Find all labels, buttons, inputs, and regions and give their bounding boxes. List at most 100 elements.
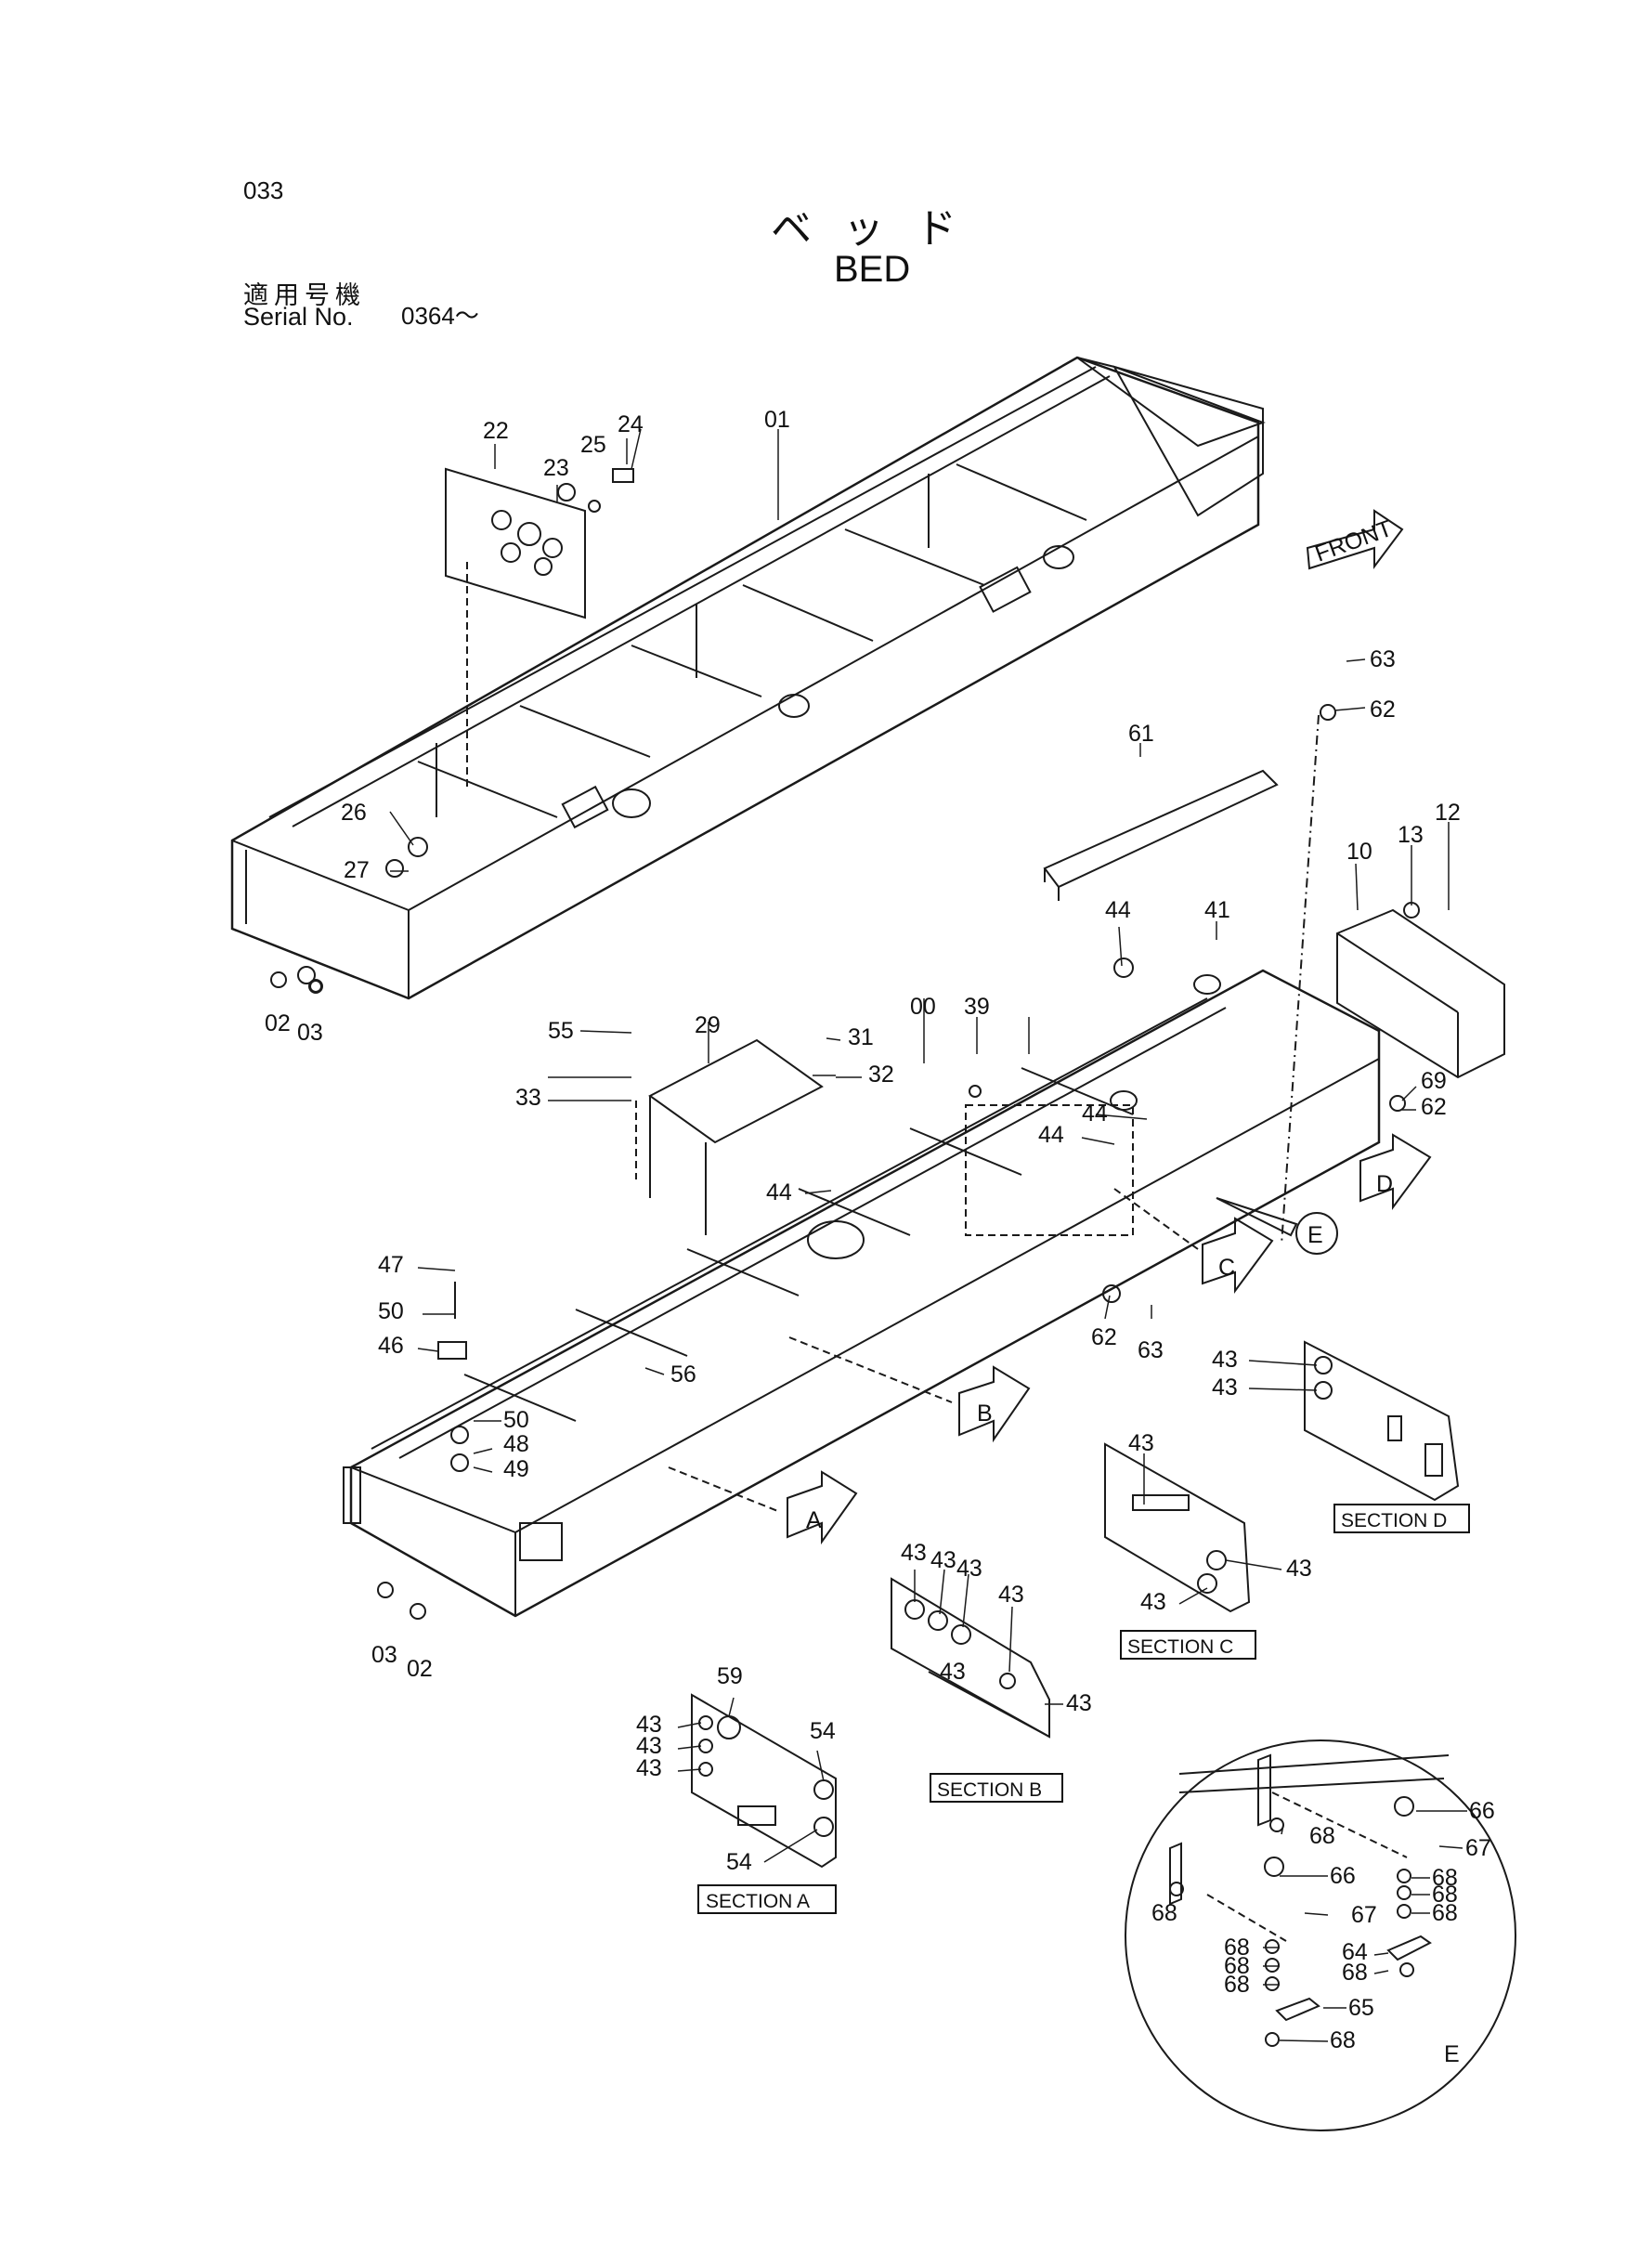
- callout-43-c2: 43: [1286, 1556, 1312, 1582]
- callout-03-low: 03: [371, 1642, 397, 1668]
- detail-e-circle: [1125, 1739, 1516, 2131]
- callout-43-a3: 43: [636, 1755, 662, 1781]
- callout-68-i: 68: [1342, 1960, 1368, 1986]
- callout-68-d: 68: [1432, 1882, 1458, 1908]
- callout-68-c: 68: [1432, 1865, 1458, 1891]
- callout-41: 41: [1204, 897, 1230, 923]
- view-marker-d: D: [1376, 1171, 1393, 1197]
- callout-54-b: 54: [726, 1849, 752, 1875]
- section-c-drawing: [1104, 1442, 1251, 1613]
- callout-43-a2: 43: [636, 1733, 662, 1759]
- callout-43-b1: 43: [901, 1540, 927, 1566]
- callout-00: 00: [910, 994, 936, 1020]
- detail-e-label: E: [1444, 2041, 1460, 2067]
- small-parts-right: [969, 704, 1420, 1303]
- leader-lines: [389, 428, 1467, 2042]
- callout-44-mid: 44: [1082, 1101, 1108, 1127]
- callout-43-d1: 43: [1212, 1347, 1238, 1373]
- callout-27: 27: [344, 857, 370, 883]
- front-label: FRONT: [1311, 515, 1395, 567]
- callout-67-b: 67: [1351, 1902, 1377, 1928]
- section-c-label: SECTION C: [1127, 1636, 1233, 1658]
- callout-67-a: 67: [1465, 1835, 1491, 1861]
- plate-10-drawing: [1336, 908, 1505, 1079]
- callout-03: 03: [297, 1020, 323, 1046]
- callout-39-a: 39: [964, 994, 990, 1020]
- section-d-drawing: [1304, 1340, 1460, 1502]
- callout-66-b: 66: [1330, 1863, 1356, 1889]
- callout-47: 47: [378, 1252, 404, 1278]
- callout-01: 01: [764, 407, 790, 433]
- callout-50-a: 50: [378, 1298, 404, 1324]
- callout-43-b5: 43: [1066, 1690, 1092, 1716]
- callout-69: 69: [1421, 1068, 1447, 1094]
- callout-64: 64: [1342, 1939, 1368, 1965]
- callout-68-j: 68: [1330, 2027, 1356, 2053]
- callout-61: 61: [1128, 721, 1154, 747]
- title-japanese: ベッド: [771, 206, 988, 252]
- page-number: 033: [243, 176, 284, 204]
- view-markers: [668, 1133, 1432, 1545]
- callout-44-low: 44: [1038, 1122, 1064, 1148]
- front-arrow: [1306, 509, 1404, 570]
- view-marker-a: A: [806, 1507, 822, 1533]
- upper-frame-drawing: [230, 356, 1266, 1000]
- callout-49: 49: [503, 1456, 529, 1482]
- callout-26: 26: [341, 800, 367, 826]
- callout-68-b: 68: [1151, 1900, 1177, 1926]
- callout-13: 13: [1398, 822, 1424, 848]
- lower-frame-drawing: [343, 969, 1381, 1618]
- section-labels: [697, 1504, 1470, 1914]
- section-a-label: SECTION A: [706, 1891, 810, 1912]
- callout-29: 29: [695, 1012, 721, 1038]
- view-marker-c: C: [1218, 1255, 1235, 1281]
- callout-22: 22: [483, 418, 509, 444]
- callout-43-b6: 43: [940, 1659, 966, 1685]
- callout-25: 25: [580, 432, 606, 458]
- serial-label-japanese: 適用号機: [243, 281, 366, 309]
- callout-labels: 01 22 23 24 25 26 27 02 03 61 62 63 10 1…: [265, 407, 1495, 2053]
- callout-43-b2: 43: [930, 1547, 956, 1573]
- plate-29-drawing: [635, 1038, 824, 1235]
- callout-56: 56: [670, 1362, 696, 1388]
- serial-value: 0364～: [401, 302, 479, 330]
- callout-55: 55: [548, 1018, 574, 1044]
- callout-48: 48: [503, 1431, 529, 1457]
- callout-62-top: 62: [1370, 697, 1396, 723]
- callout-44-top: 44: [1105, 897, 1131, 923]
- section-d-label: SECTION D: [1341, 1510, 1447, 1531]
- plate-61-drawing: [1043, 769, 1279, 901]
- section-b-drawing: [891, 1577, 1050, 1739]
- callout-31: 31: [848, 1024, 874, 1050]
- callout-24: 24: [618, 411, 644, 437]
- callout-68-g: 68: [1224, 1953, 1250, 1979]
- serial-label-english: Serial No.: [243, 303, 354, 331]
- callout-68-e: 68: [1432, 1900, 1458, 1926]
- callout-02-low: 02: [407, 1656, 433, 1682]
- callout-62-right: 62: [1421, 1094, 1447, 1120]
- callout-02: 02: [265, 1010, 291, 1036]
- callout-43-b3: 43: [956, 1556, 982, 1582]
- callout-59: 59: [717, 1663, 743, 1689]
- callout-66-a: 66: [1469, 1798, 1495, 1824]
- callout-23: 23: [543, 455, 569, 481]
- callout-54-a: 54: [810, 1718, 836, 1744]
- callout-43-c1: 43: [1128, 1430, 1154, 1456]
- callout-50-b: 50: [503, 1407, 529, 1433]
- callout-32-right: 32: [868, 1062, 894, 1088]
- callout-63-low: 63: [1138, 1337, 1164, 1363]
- callout-43-b4: 43: [998, 1582, 1024, 1608]
- view-marker-b: B: [977, 1401, 993, 1427]
- section-a-drawing: [691, 1693, 837, 1869]
- view-marker-e: E: [1307, 1222, 1323, 1248]
- callout-68-h: 68: [1224, 1972, 1250, 1998]
- callout-68-a: 68: [1309, 1823, 1335, 1849]
- callout-65: 65: [1348, 1995, 1374, 2021]
- callout-46: 46: [378, 1333, 404, 1359]
- callout-62-low: 62: [1091, 1324, 1117, 1350]
- callout-43-c3: 43: [1140, 1589, 1166, 1615]
- callout-63-top: 63: [1370, 646, 1396, 672]
- plate-22-drawing: [445, 467, 634, 789]
- callout-10: 10: [1346, 839, 1372, 865]
